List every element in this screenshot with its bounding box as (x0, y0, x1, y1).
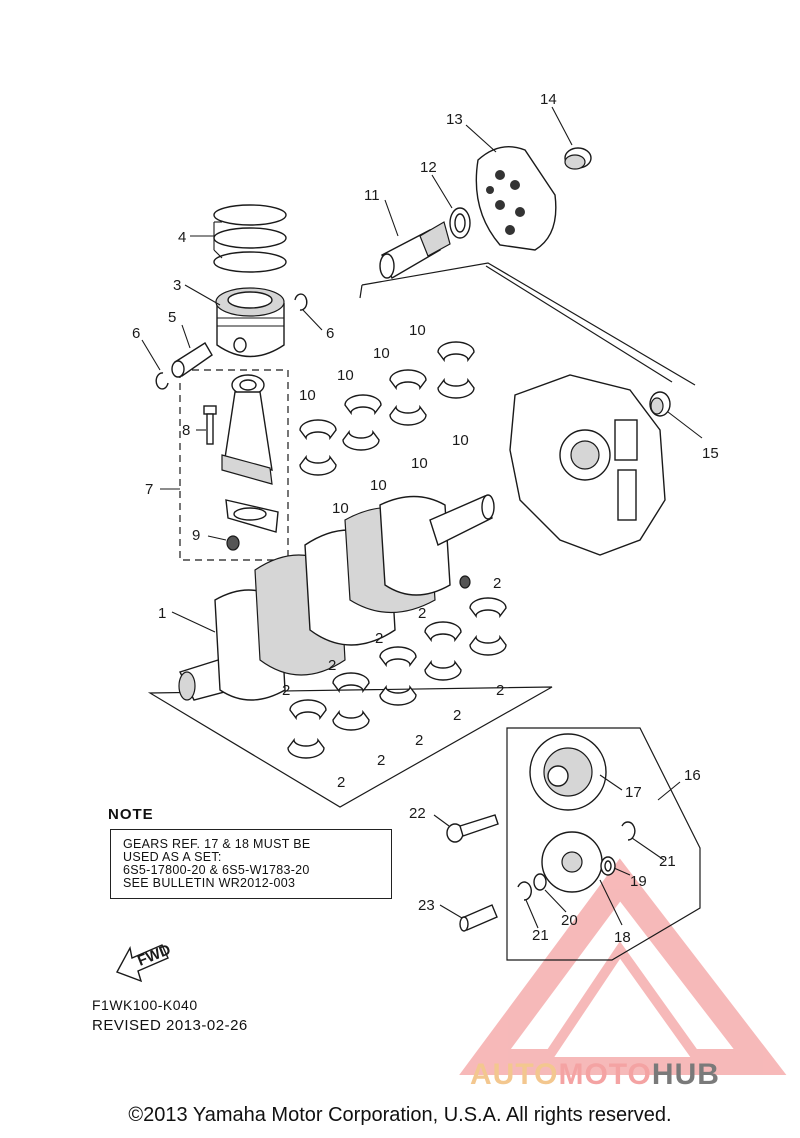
conrod-bolt-part-8 (203, 405, 217, 445)
callout-2: 2 (328, 657, 336, 674)
balancer-group-frame (359, 262, 696, 386)
circlip-part-21-left (517, 881, 532, 901)
circlip-part-21-right (621, 821, 636, 841)
callout-2: 2 (453, 707, 461, 724)
callout-10: 10 (332, 500, 349, 517)
callout-10: 10 (452, 432, 469, 449)
callout-10: 10 (299, 387, 316, 404)
note-line: 6S5-17800-20 & 6S5-W1783-20 (123, 863, 310, 877)
callout-8: 8 (182, 422, 190, 439)
crankshaft-group-frame (147, 686, 553, 808)
callout-22: 22 (409, 805, 426, 822)
callout-6: 6 (326, 325, 334, 342)
callout-10: 10 (370, 477, 387, 494)
callout-3: 3 (173, 277, 181, 294)
note-line: SEE BULLETIN WR2012-003 (123, 876, 296, 890)
callout-19: 19 (630, 873, 647, 890)
note-box: GEARS REF. 17 & 18 MUST BE USED AS A SET… (110, 829, 392, 899)
bearing-ring-part-12 (449, 207, 471, 239)
crankcase-cover (509, 374, 666, 556)
washer-part-19 (600, 856, 616, 876)
piston-rings-part-4 (213, 204, 287, 273)
cap-part-14 (564, 147, 592, 170)
plug-part-15 (649, 391, 671, 417)
callout-10: 10 (373, 345, 390, 362)
watermark-brand: AUTOMOTOHUB (470, 1058, 720, 1092)
piston-part-3 (215, 287, 285, 358)
pin-part-23 (459, 904, 498, 932)
callout-7: 7 (145, 481, 153, 498)
conrod-assembly-dashed-frame-7 (179, 369, 289, 561)
callout-2: 2 (418, 605, 426, 622)
drive-gear-part-17 (529, 733, 607, 811)
callout-2: 2 (282, 682, 290, 699)
callout-9: 9 (192, 527, 200, 544)
callout-23: 23 (418, 897, 435, 914)
washer-part-20 (533, 873, 547, 891)
driven-gear-part-18 (541, 831, 603, 893)
callout-14: 14 (540, 91, 557, 108)
conrod-nut-part-9 (226, 535, 240, 551)
note-line: GEARS REF. 17 & 18 MUST BE (123, 837, 311, 851)
piston-pin-clip-part-6-right (294, 293, 308, 311)
callout-18: 18 (614, 929, 631, 946)
callout-11: 11 (364, 187, 380, 204)
watermark-moto: MOTO (558, 1058, 652, 1091)
balancer-shaft-part-11 (379, 221, 451, 280)
callout-2: 2 (337, 774, 345, 791)
gear-set-frame-16 (506, 727, 701, 961)
crankshaft-part-1 (178, 494, 495, 701)
callout-13: 13 (446, 111, 463, 128)
watermark-auto: AUTO (470, 1058, 559, 1091)
callout-17: 17 (625, 784, 642, 801)
piston-pin-part-5 (171, 342, 213, 378)
callout-12: 12 (420, 159, 437, 176)
callout-21: 21 (532, 927, 549, 944)
crankpin-bearings-part-2 (287, 597, 507, 759)
fwd-label: FWD (135, 941, 173, 970)
piston-pin-clip-part-6-left (155, 372, 169, 390)
callout-1: 1 (158, 605, 166, 622)
connecting-rod-part-7 (221, 374, 279, 533)
callout-numbers: 1 2 2 2 2 2 2 2 2 2 2 3 4 5 6 6 7 8 9 10… (132, 91, 719, 946)
forward-direction-arrow: FWD (116, 941, 173, 983)
watermark-hub: HUB (651, 1058, 720, 1091)
note-line: USED AS A SET: (123, 850, 222, 864)
leader-lines (141, 106, 703, 929)
callout-10: 10 (409, 322, 426, 339)
diagram-id: F1WK100-K040 (92, 997, 198, 1013)
callout-16: 16 (684, 767, 701, 784)
callout-2: 2 (375, 630, 383, 647)
callout-10: 10 (411, 455, 428, 472)
callout-21: 21 (659, 853, 676, 870)
callout-2: 2 (415, 732, 423, 749)
callout-4: 4 (178, 229, 186, 246)
revised-date: REVISED 2013-02-26 (92, 1017, 248, 1034)
copyright-notice: ©2013 Yamaha Motor Corporation, U.S.A. A… (128, 1104, 672, 1126)
watermark-logo-triangle (459, 858, 787, 1075)
note-title: NOTE (108, 806, 154, 823)
callout-2: 2 (493, 575, 501, 592)
callout-6: 6 (132, 325, 140, 342)
callout-2: 2 (377, 752, 385, 769)
callout-20: 20 (561, 912, 578, 929)
callout-2: 2 (496, 682, 504, 699)
balancer-weight-part-13 (475, 146, 557, 251)
main-bearings-part-10 (299, 341, 475, 476)
callout-15: 15 (702, 445, 719, 462)
bolt-part-22 (446, 814, 499, 843)
callout-10: 10 (337, 367, 354, 384)
callout-5: 5 (168, 309, 176, 326)
